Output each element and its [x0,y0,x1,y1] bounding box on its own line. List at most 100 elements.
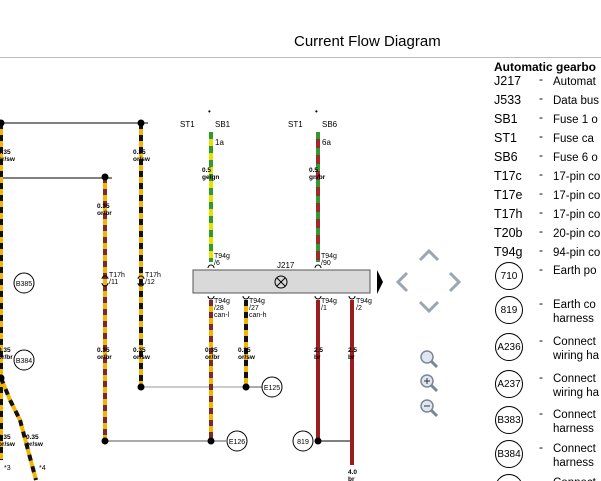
t94g-pins [207,264,356,300]
pin-number-label: /28 [214,305,224,312]
legend-desc: Connect harness [553,443,596,469]
legend-circle-code: A237 [495,370,523,398]
legend-circle-code: 819 [495,296,523,324]
wire-color-label: ge/gn [202,174,219,181]
wire-color-label: br [314,354,321,361]
pin-number-label: /90 [321,260,331,267]
wire-color-label: or/br [97,210,112,217]
ref-circle[interactable] [292,430,314,452]
wire-size-label: 0.35 [97,347,110,354]
legend-title: Automatic gearbo [494,60,597,74]
t17h-pins [101,275,145,287]
svg-text:1a: 1a [215,138,224,147]
wire-color-label: or/sw [0,441,16,448]
legend-desc: Automat [553,76,596,88]
pin-number-label: /2 [356,305,362,312]
svg-text:SB1: SB1 [215,120,231,129]
legend-dash: - [539,474,543,481]
legend-dash: - [539,243,543,257]
pan-down-icon[interactable] [418,300,440,319]
ref-circle[interactable] [226,430,248,452]
legend-code: T20b [494,226,523,240]
page-title: Current Flow Diagram [294,33,441,50]
wire-color-label: or/sw [238,354,256,361]
svg-text:•: • [315,107,318,116]
legend-desc: 17-pin co [553,190,601,202]
pin-connector-label: T94g [249,298,265,305]
wire-left-2 [18,419,38,481]
wire-size-label: 0.5 [309,167,318,174]
ref-circle-label: B384 [16,358,32,365]
ref-circle[interactable] [13,272,35,294]
wire-size-label: 0.35 [133,149,146,156]
legend-desc: 17-pin co [553,209,601,221]
legend-desc: Fuse 6 o [553,152,598,164]
pin-connector-label: T94g [321,298,337,305]
pan-up-icon[interactable] [418,248,440,267]
wire-color-label: or/sw [133,354,151,361]
legend-dash: - [539,370,543,384]
legend-circle-code: B383 [495,406,523,434]
svg-text:ST1: ST1 [288,120,303,129]
pan-right-icon[interactable] [448,271,462,298]
svg-text:•: • [208,107,211,116]
wire-size-label: 0.35 [97,203,110,210]
legend-desc: 94-pin co [553,247,601,259]
legend-dash: - [539,72,543,86]
pin-connector-label: T94g [356,298,372,305]
zoom-in-icon[interactable] [419,373,439,398]
pin-connector-label: T94g [214,298,230,305]
legend-desc: Connect wiring ha [553,336,600,362]
legend-desc: Earth po [553,265,597,277]
legend-code: T94g [494,245,523,259]
wire-color-label: or/sw [133,156,151,163]
wire-size-label: 0.35 [133,347,146,354]
wire-size-label: 4.0 [348,469,357,476]
ref-circle[interactable] [261,376,283,398]
ref-circle-label: B385 [16,281,32,288]
zoom-fit-icon[interactable] [419,349,439,374]
legend-desc: Connect harness [553,409,596,435]
control-unit-symbol-icon [274,275,288,289]
wire-color-label: or/br [97,354,112,361]
pin-signal-label: can-h [249,312,267,319]
legend-dash: - [539,91,543,105]
pin-connector-label: T17h [109,272,125,279]
pin-number-label: /1 [321,305,327,312]
legend-code: J217 [494,74,522,88]
wire-size-label: 0.5 [202,167,211,174]
pin-number-label: /12 [145,279,155,286]
pin-connector-label: T17h [145,272,161,279]
legend-dash: - [539,440,543,454]
header-divider [0,57,601,58]
pan-left-icon[interactable] [395,271,409,298]
legend-dash: - [539,224,543,238]
ref-circle-label: E126 [229,439,245,446]
wire-left-3 [0,377,22,421]
ref-circle-label: E125 [264,385,280,392]
wire-size-label: 0.35 [238,347,251,354]
wire-size-label: 2.5 [314,347,323,354]
legend-desc: Fuse 1 o [553,114,598,126]
legend-dash: - [539,262,543,276]
wire-color-label: or/sw [26,441,44,448]
pin-connector-label: T94g [214,253,230,260]
svg-text:ST1: ST1 [180,120,195,129]
legend-dash: - [539,186,543,200]
legend-code: T17h [494,207,523,221]
wiring-diagram: ST1 SB1 ST1 SB6 • • 1a 6a 0.35or/sw0.35o… [0,107,383,481]
legend-code: ST1 [494,131,517,145]
wire-size-label: 0.35 [0,434,11,441]
zoom-out-icon[interactable] [419,398,439,423]
legend-desc: Data bus [553,95,600,107]
legend-desc: Earth co harness [553,299,596,325]
pin-number-label: /27 [249,305,259,312]
wire-labels: 0.35or/sw0.35or/br0.35or/sw0.35or/br0.35… [0,149,357,481]
ref-circle[interactable] [13,349,35,371]
junction-dots [0,119,322,445]
legend-dash: - [539,167,543,181]
wire-color-label: or/sw [0,156,16,163]
legend-desc: 20-pin co [553,228,601,240]
